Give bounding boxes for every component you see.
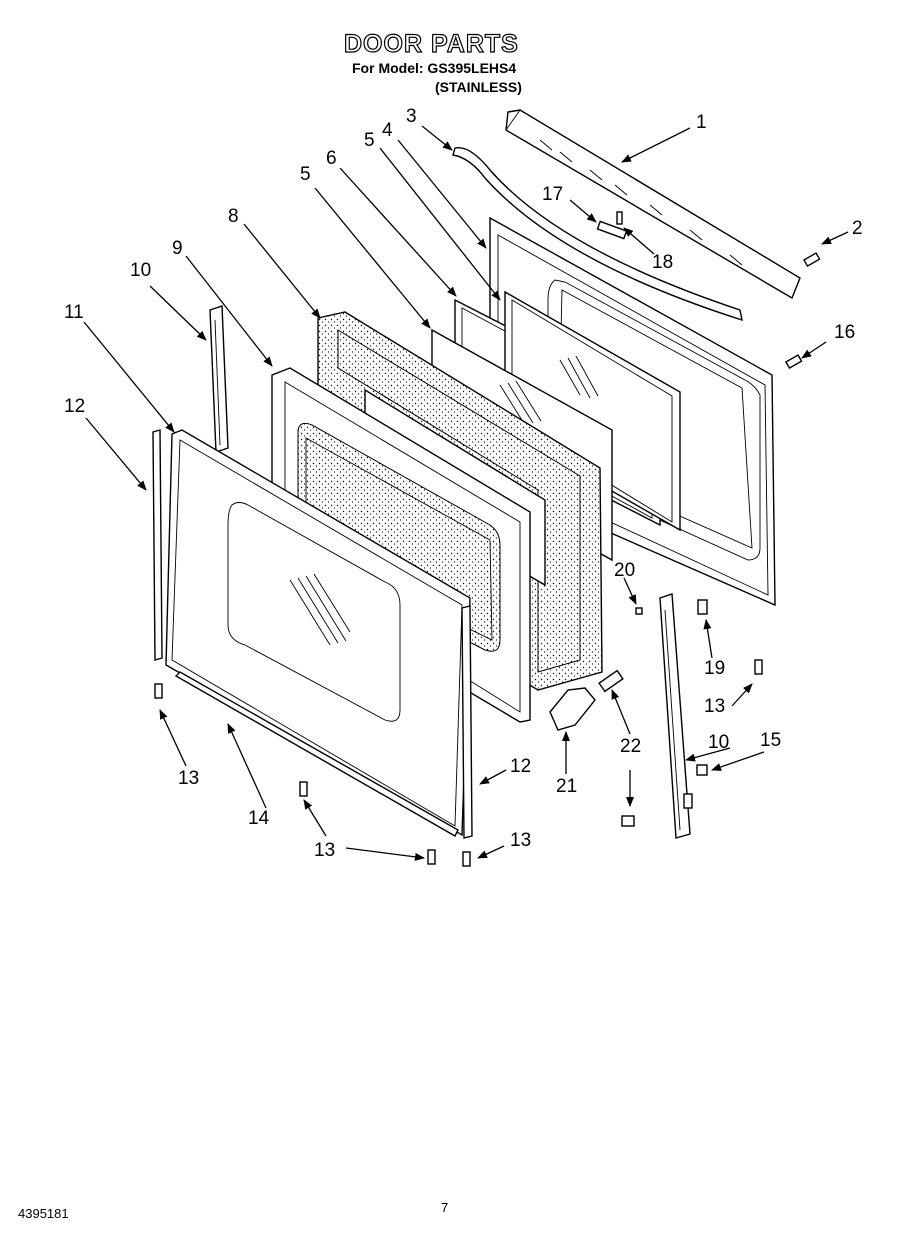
callout-5-upper: 5	[364, 130, 375, 151]
callout-13-left: 13	[178, 768, 199, 789]
part-21-bracket	[549, 669, 624, 731]
callout-6: 6	[326, 148, 337, 169]
callout-19: 19	[704, 658, 725, 679]
callout-4: 4	[382, 120, 393, 141]
callout-12-right: 12	[510, 756, 531, 777]
callout-18: 18	[652, 252, 673, 273]
leader-lines	[83, 125, 849, 861]
callout-9: 9	[172, 238, 183, 259]
callout-21: 21	[556, 776, 577, 797]
callout-5-lower: 5	[300, 164, 311, 185]
model-line: For Model: GS395LEHS4	[352, 60, 517, 76]
finish-label: (STAINLESS)	[435, 79, 522, 95]
callout-11: 11	[64, 302, 84, 323]
screw-icon	[154, 252, 821, 867]
callout-13-bottom-right: 13	[510, 830, 531, 851]
part-1-vent-trim	[505, 109, 801, 300]
callout-22: 22	[620, 736, 641, 757]
callout-16: 16	[834, 322, 855, 343]
callout-13-bottom: 13	[314, 840, 335, 861]
callout-15: 15	[760, 730, 781, 751]
callout-12-left: 12	[64, 396, 85, 417]
callout-13-right: 13	[704, 696, 725, 717]
callout-3: 3	[406, 106, 417, 127]
callout-1: 1	[696, 112, 707, 133]
page-title: DOOR PARTS	[343, 29, 519, 58]
page-number: 7	[441, 1200, 449, 1215]
part-10-left-channel	[209, 305, 229, 453]
part-12-right-trim	[461, 605, 473, 839]
part-12-left-trim	[152, 429, 163, 661]
part-3-handle	[452, 146, 743, 322]
callout-2: 2	[852, 218, 863, 239]
callout-8: 8	[228, 206, 239, 227]
callout-20: 20	[614, 560, 635, 581]
part-10-right-channel	[659, 593, 693, 839]
part-14-bottom-trim	[174, 671, 459, 837]
callout-17: 17	[542, 184, 563, 205]
callout-10-left: 10	[130, 260, 151, 281]
callout-14: 14	[248, 808, 270, 829]
callout-10-right: 10	[708, 732, 729, 753]
doc-number: 4395181	[18, 1206, 69, 1221]
part-17-clip	[596, 211, 628, 240]
